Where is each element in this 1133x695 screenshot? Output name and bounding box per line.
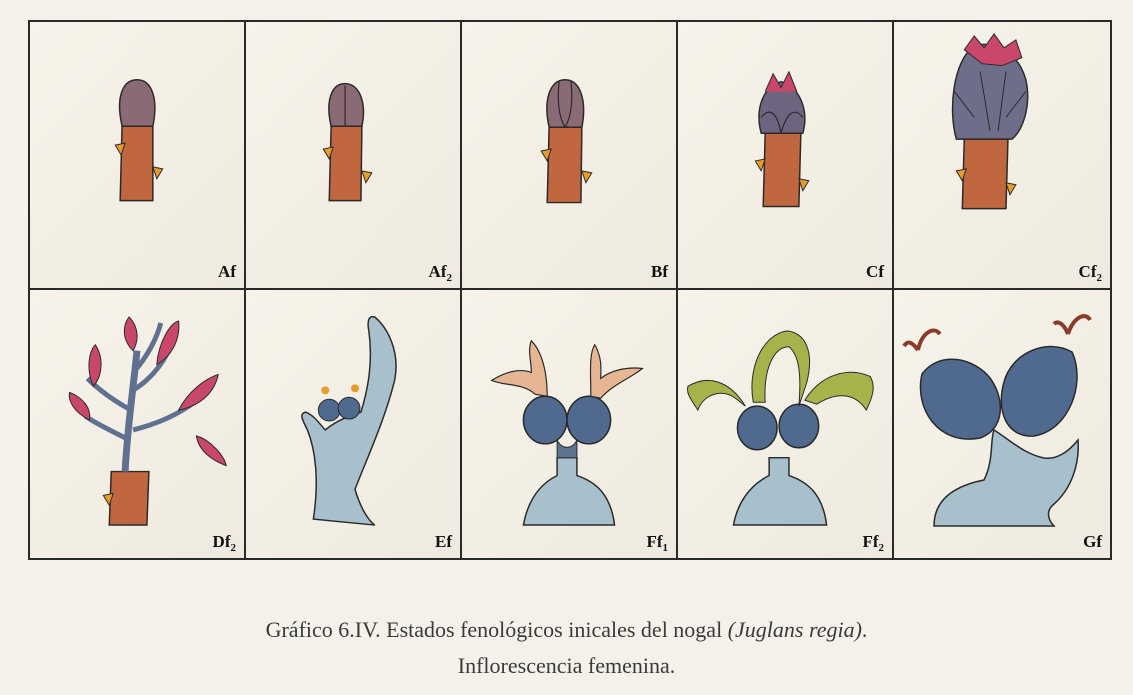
caption-line-2: Inflorescencia femenina. [0,648,1133,684]
species-name: (Juglans regia) [728,617,862,642]
panel-ff2: Ff2 [678,290,894,558]
panel-df2: Df2 [30,290,246,558]
panel-cf: Cf [678,22,894,290]
figure-caption: Gráfico 6.IV. Estados fenológicos inical… [0,612,1133,684]
caption-line-1: Gráfico 6.IV. Estados fenológicos inical… [0,612,1133,648]
panel-label: Cf2 [1079,262,1102,282]
phenology-plate: Af Af2 Bf Cf [28,20,1112,560]
panel-af: Af [30,22,246,290]
fruit-set-drawing [894,290,1110,558]
panel-gf: Gf [894,290,1110,558]
stigmas-peach-drawing [462,290,676,558]
bud-split-drawing [246,22,460,288]
panel-bf: Bf [462,22,678,290]
panel-label: Df2 [213,532,236,552]
bud-opening-drawing [462,22,676,288]
panel-ef: Ef [246,290,462,558]
panel-label: Ff2 [862,532,884,552]
panel-cf2: Cf2 [894,22,1110,290]
panel-af2: Af2 [246,22,462,290]
bud-expanding-drawing [894,22,1110,288]
flowers-visible-drawing [246,290,460,558]
bud-closed-drawing [30,22,244,288]
panel-label: Af [218,262,236,282]
shoot-leaves-drawing [30,290,244,558]
bud-scales-drawing [678,22,892,288]
panel-ff1: Ff1 [462,290,678,558]
stigmas-green-drawing [678,290,892,558]
panel-label: Bf [651,262,668,282]
panel-label: Gf [1083,532,1102,552]
panel-label: Ef [435,532,452,552]
panel-label: Af2 [429,262,452,282]
panel-label: Cf [866,262,884,282]
panel-label: Ff1 [646,532,668,552]
